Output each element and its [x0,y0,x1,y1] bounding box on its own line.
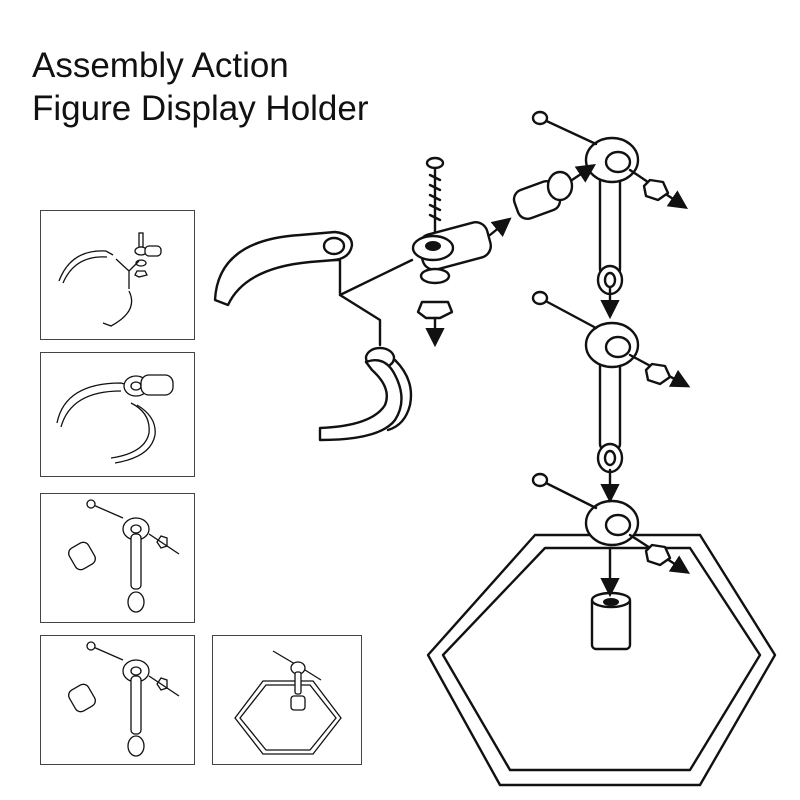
joint-top [531,110,688,320]
nut-icon [644,362,672,386]
step-panel-2 [40,352,195,477]
hexagon-base-icon [234,680,342,755]
clip-arm-icon [102,290,133,327]
clip-arm-upper [213,230,414,307]
clip-arm-icon [58,250,114,282]
base-peg [590,591,632,651]
step-5-illustration [234,650,342,755]
title-line-1: Assembly Action [32,46,289,85]
screw-icon [90,645,124,661]
clip-arm-lower [318,293,413,442]
screw-icon [272,650,296,665]
step-panel-3 [40,493,195,623]
step-panel-4 [40,635,195,765]
hexagon-base [426,533,777,787]
nut-icon [642,178,670,202]
connector-rod [488,164,596,238]
title-line-2: Figure Display Holder [32,89,369,128]
step-panel-1 [40,210,195,340]
step-4-illustration [68,641,180,757]
vertical-rod [596,168,624,474]
step-1-illustration [58,232,162,327]
nut-icon [416,300,454,320]
screw-icon [538,296,598,330]
nut-icon [644,543,672,567]
clip-hub [411,156,492,348]
nut-icon [134,270,148,278]
step-2-illustration [56,374,174,464]
step-panel-5 [212,635,362,765]
screw-icon [538,478,598,510]
clip-arm-icon [56,382,142,424]
joint-bottom [531,472,691,598]
screw-icon [538,116,598,146]
arrow-icon [570,164,596,183]
joint-middle [531,290,691,504]
screw-icon [90,503,124,519]
diagram-title: Assembly Action Figure Display Holder [32,44,369,130]
step-3-illustration [68,499,180,613]
